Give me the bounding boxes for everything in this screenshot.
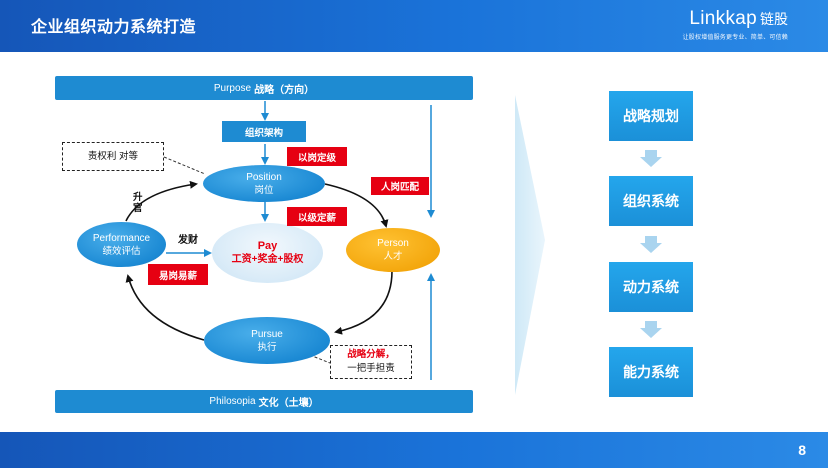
position-en: Position	[246, 171, 282, 183]
label-promotion: 升官	[133, 192, 143, 214]
person-cn: 人才	[383, 251, 403, 262]
step-motivation-system: 动力系统	[609, 262, 693, 312]
pursue-en: Pursue	[251, 328, 283, 340]
person-node: Person 人才	[346, 228, 440, 272]
step-arrow-2	[640, 236, 662, 253]
step-arrow-1	[640, 150, 662, 167]
strategy-box-line2: 一把手担责	[347, 363, 395, 374]
duty-box: 责权利 对等	[62, 142, 164, 171]
pay-en: Pay	[257, 240, 278, 252]
person-en: Person	[377, 238, 409, 249]
performance-cn: 绩效评估	[102, 245, 141, 257]
cycle-pursue-to-performance	[125, 274, 205, 341]
step-strategic-planning: 战略规划	[609, 91, 693, 141]
pay-node: Pay 工资+奖金+股权	[212, 223, 323, 283]
step-capability-system: 能力系统	[609, 347, 693, 397]
position-node: Position 岗位	[203, 165, 325, 202]
purpose-cn: 战略（方向）	[254, 84, 315, 96]
step-arrow-3	[640, 321, 662, 338]
org-structure-box: 组织架构	[222, 121, 306, 142]
strategy-box-line1: 战略分解，	[347, 349, 395, 360]
slide-title: 企业组织动力系统打造	[31, 19, 197, 36]
strategy-box: 战略分解， 一把手担责	[330, 345, 412, 379]
position-cn: 岗位	[254, 184, 274, 196]
philosopia-en: Philosopia	[209, 396, 256, 407]
tag-post-change-pay-change: 易岗易薪	[148, 264, 208, 285]
cycle-person-to-pursue	[334, 270, 393, 335]
cycle-performance-to-position	[125, 180, 198, 222]
footer-band: 8	[0, 432, 828, 468]
logo-cn-text: 链股	[760, 11, 788, 27]
label-payout: 发财	[178, 235, 198, 246]
pursue-cn: 执行	[257, 341, 277, 353]
pay-cn: 工资+奖金+股权	[231, 254, 304, 265]
chevron-arrow	[515, 95, 545, 395]
philosopia-cn: 文化（土壤）	[258, 398, 319, 409]
tag-grade-by-post: 以岗定级	[287, 147, 347, 166]
logo-slogan: 让股权增值服务更专业、简单、可信赖	[682, 35, 788, 41]
performance-node: Performance 绩效评估	[77, 222, 166, 267]
logo-text: Linkkap	[689, 8, 757, 29]
step-organization-system: 组织系统	[609, 176, 693, 226]
duty-connector	[163, 156, 206, 175]
page-number: 8	[798, 442, 806, 458]
cycle-position-to-person	[324, 183, 389, 228]
purpose-en: Purpose	[213, 82, 252, 94]
tag-person-post-match: 人岗匹配	[371, 177, 429, 195]
performance-en: Performance	[92, 232, 151, 244]
tag-pay-by-grade: 以级定薪	[287, 207, 347, 226]
pursue-node: Pursue 执行	[204, 317, 330, 364]
